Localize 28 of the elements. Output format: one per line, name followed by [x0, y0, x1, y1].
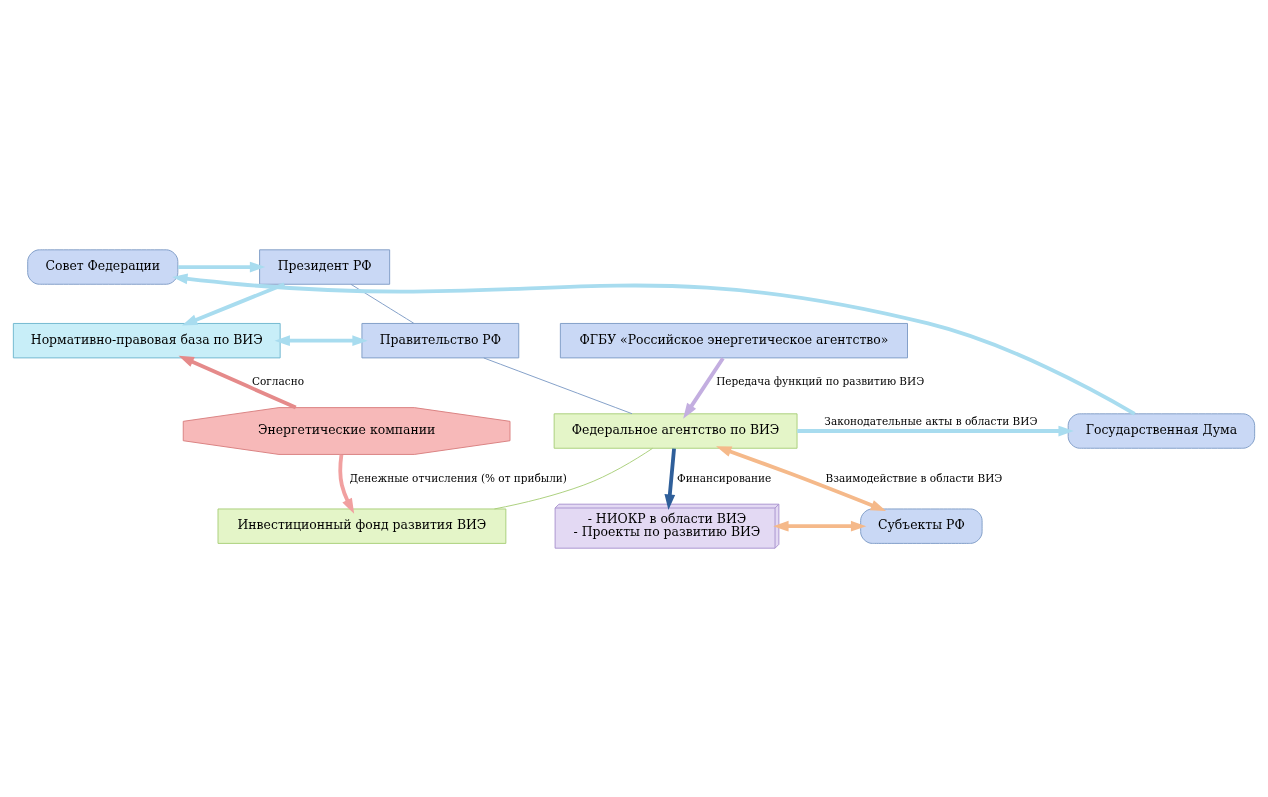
node-box: Президент РФ: [259, 248, 391, 285]
arrow: [178, 355, 297, 409]
node-box: Совет Федерации: [27, 248, 179, 285]
connector: [493, 447, 654, 509]
node-box: Нормативно-правовая база по ВИЭ: [12, 322, 281, 358]
node-box: Правительство РФ: [361, 322, 520, 358]
node-box: Инвестиционный фонд развития ВИЭ: [217, 508, 507, 544]
connector: [350, 283, 415, 324]
edge-label: Денежные отчисления (% от прибыли): [349, 471, 567, 484]
arrow: [178, 261, 266, 272]
node-box: Субъекты РФ: [860, 508, 983, 544]
arrow: [664, 448, 676, 510]
arrow: [172, 273, 1136, 415]
connector: [483, 356, 633, 414]
edge-label: Согласно: [252, 374, 305, 387]
node-box: Государственная Дума: [1067, 412, 1256, 449]
arrow: [338, 453, 355, 514]
arrow: [797, 425, 1074, 436]
arrow: [274, 334, 368, 346]
edge-label: Финансирование: [676, 471, 772, 484]
node-box: ФГБУ «Российское энергетическое агентство»: [559, 322, 908, 358]
arrow: [773, 520, 867, 532]
edge-label: Законодательные акты в области ВИЭ: [824, 414, 1038, 427]
edge-label: Передача функций по развитию ВИЭ: [716, 374, 925, 387]
arrow: [683, 356, 725, 419]
arrow: [181, 282, 285, 326]
node-box: Федеральное агентство по ВИЭ: [553, 412, 798, 449]
edge-label: Взаимодействие в области ВИЭ: [825, 471, 1003, 484]
